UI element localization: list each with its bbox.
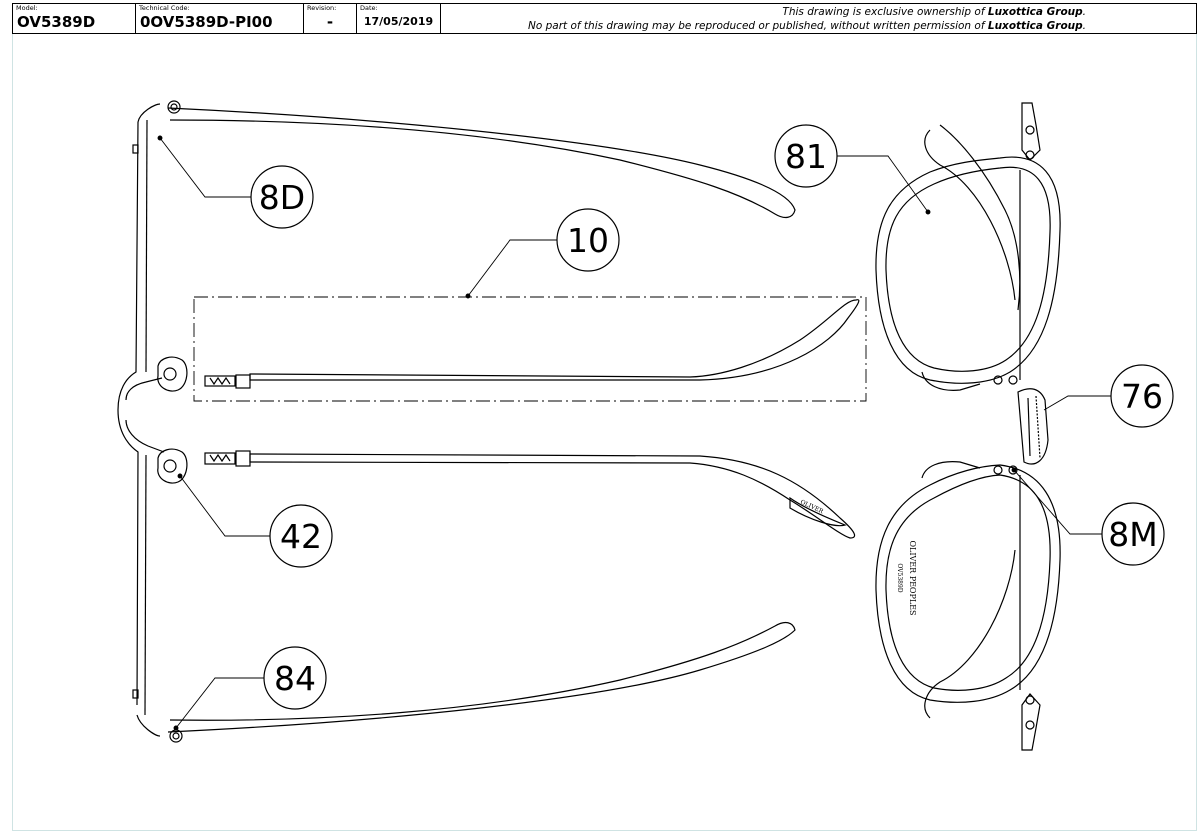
technical-code-cell: Technical Code: 0OV5389D-PI00 (136, 4, 304, 33)
frame-front-view: OLIVER PEOPLES OV5389D (875, 102, 1061, 751)
callout-81: 81 (774, 124, 838, 188)
model-label: Model: (16, 4, 38, 12)
lower-front-hinge (1021, 693, 1041, 751)
ownership-notice: This drawing is exclusive ownership of L… (441, 4, 1196, 33)
svg-text:76: 76 (1121, 377, 1163, 416)
svg-text:42: 42 (280, 517, 322, 556)
title-block: Model: OV5389D Technical Code: 0OV5389D-… (12, 3, 1197, 34)
model-cell: Model: OV5389D (13, 4, 136, 33)
svg-text:81: 81 (785, 137, 827, 176)
technical-code-label: Technical Code: (139, 4, 190, 12)
revision-value: - (326, 13, 334, 31)
callout-8d: 8D (250, 165, 314, 229)
bridge (1017, 388, 1049, 465)
notice-line-2: No part of this drawing may be reproduce… (527, 20, 1086, 32)
lower-nose-pad (157, 448, 188, 484)
callout-42: 42 (269, 504, 333, 568)
upper-nose-pad (157, 356, 188, 392)
frame-top-view: OLIVER (117, 100, 867, 743)
lens-brand-text: OLIVER PEOPLES (908, 540, 917, 615)
callout-76: 76 (1110, 364, 1174, 428)
svg-text:84: 84 (274, 659, 316, 698)
svg-text:8D: 8D (259, 178, 305, 217)
upper-front-hinge (1021, 102, 1041, 161)
model-value: OV5389D (17, 13, 96, 31)
revision-label: Revision: (307, 4, 337, 12)
leader-lines (157, 135, 1112, 731)
date-label: Date: (360, 4, 378, 12)
temple-detail-box (193, 296, 867, 402)
upper-hinge-screw (167, 100, 181, 114)
temple-detail (204, 299, 860, 389)
lens-model-text: OV5389D (896, 563, 903, 592)
callout-8m: 8M (1101, 502, 1165, 566)
notice-line-1: This drawing is exclusive ownership of L… (782, 6, 1086, 18)
callout-10: 10 (556, 208, 620, 272)
date-value: 17/05/2019 (363, 15, 434, 28)
callout-84: 84 (263, 646, 327, 710)
svg-text:8M: 8M (1108, 515, 1157, 554)
date-cell: Date: 17/05/2019 (357, 4, 441, 33)
technical-code-value: 0OV5389D-PI00 (140, 13, 273, 31)
revision-cell: Revision: - (304, 4, 357, 33)
svg-text:10: 10 (567, 221, 609, 260)
